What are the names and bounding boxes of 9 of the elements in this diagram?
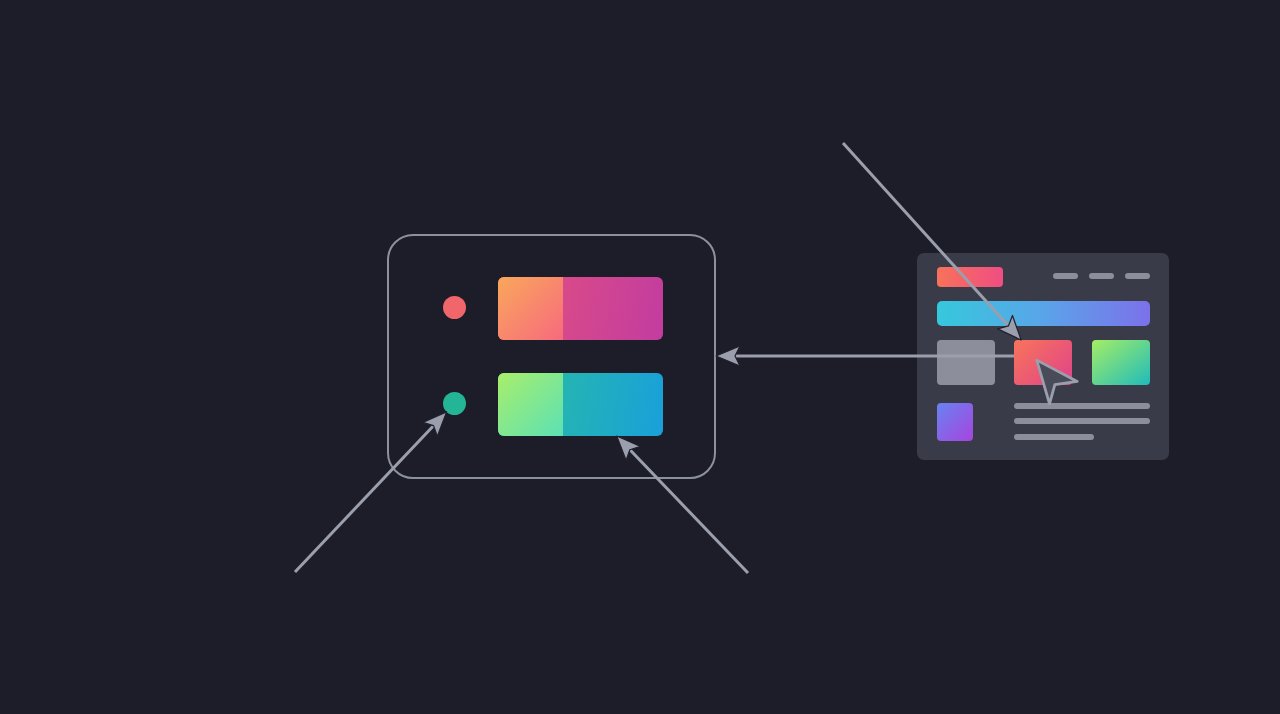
- arrow: [293, 410, 448, 574]
- gradient-bar: [497, 372, 663, 436]
- gradient-bar: [497, 276, 663, 340]
- arrow: [615, 434, 750, 575]
- status-dot: [442, 295, 466, 319]
- arrow: [841, 142, 1023, 341]
- status-dot: [442, 391, 466, 415]
- arrow: [715, 345, 1014, 367]
- component-panel: [387, 234, 716, 479]
